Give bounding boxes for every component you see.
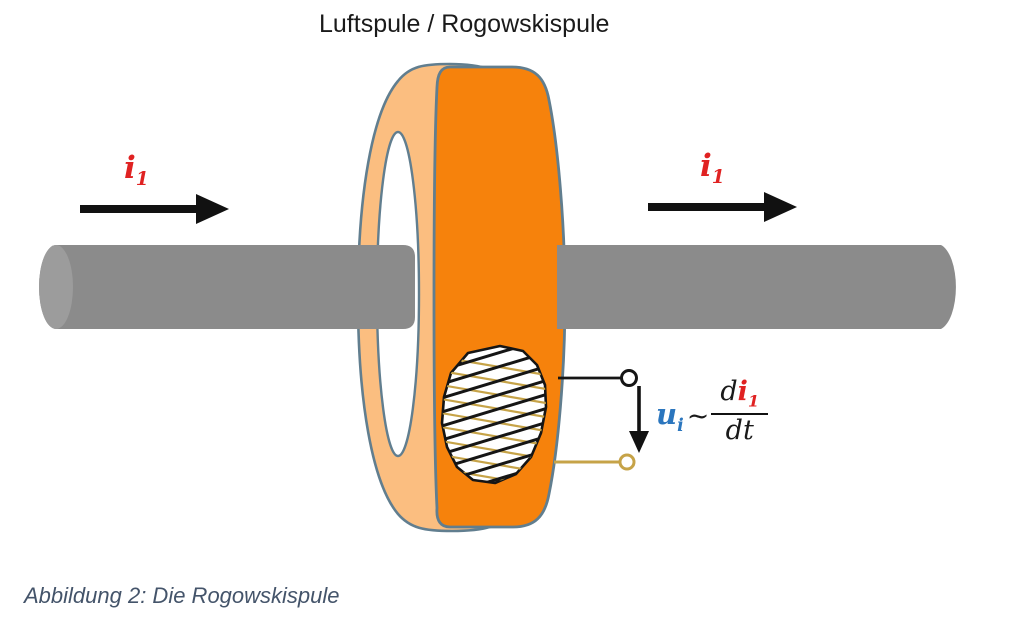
terminal-gold xyxy=(618,453,636,471)
current-label-right: i1 xyxy=(700,151,725,188)
current-arrow-right-icon xyxy=(648,192,797,222)
voltage-direction-arrow-icon xyxy=(629,386,649,453)
current-arrow-left-icon xyxy=(80,194,229,224)
induced-voltage-formula: ui ~ di1 dt xyxy=(656,367,769,455)
current-label-left-base: i xyxy=(124,150,136,186)
formula-u-sub: i xyxy=(677,416,684,437)
current-label-left: i1 xyxy=(124,153,149,190)
formula-denominator: dt xyxy=(725,414,754,446)
formula-proportional-sign: ~ xyxy=(686,400,710,432)
conductor-rod-right xyxy=(557,245,956,329)
formula-numerator-sub: 1 xyxy=(747,391,760,411)
current-label-right-sub: 1 xyxy=(711,167,725,189)
formula-fraction: di1 dt xyxy=(711,375,769,446)
conductor-rod-left-cap xyxy=(39,245,73,329)
formula-numerator-d: d xyxy=(720,375,738,407)
diagram-title: Luftspule / Rogowskispule xyxy=(319,10,610,38)
conductor-rod-left xyxy=(39,245,415,329)
current-label-left-sub: 1 xyxy=(135,169,149,191)
figure-caption: Abbildung 2: Die Rogowskispule xyxy=(24,583,340,608)
formula-voltage-symbol: ui xyxy=(656,400,684,435)
formula-numerator-i: i xyxy=(737,375,748,407)
terminal-black xyxy=(620,369,638,387)
current-label-right-base: i xyxy=(700,148,712,184)
formula-u-base: u xyxy=(656,397,678,432)
formula-numerator: di1 xyxy=(711,375,769,415)
